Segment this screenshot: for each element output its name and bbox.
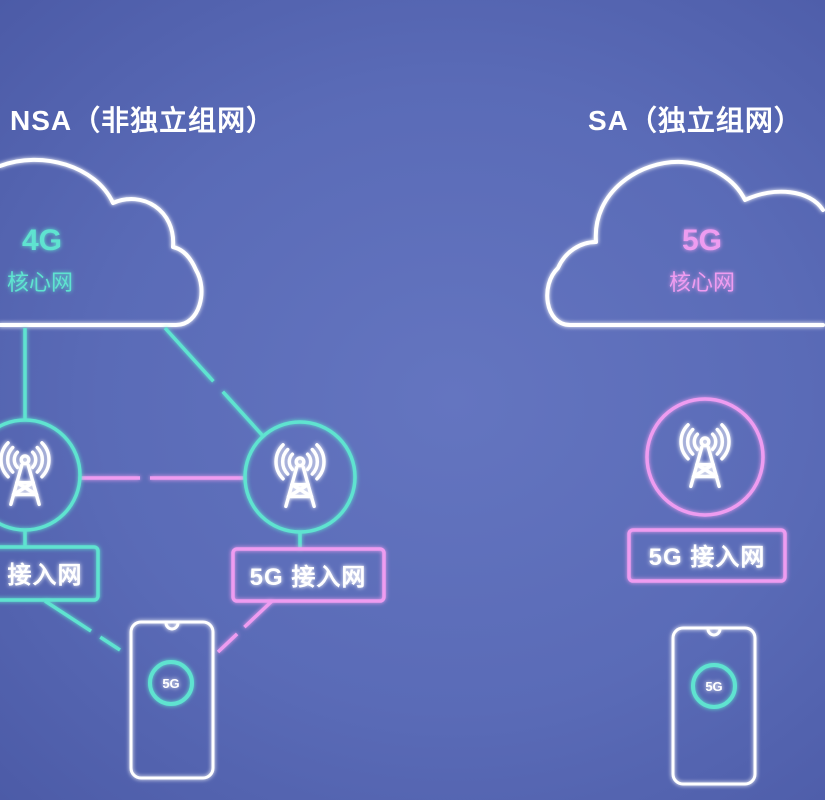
- sa-core-generation: 5G: [682, 224, 722, 257]
- right-access-to-device-link: [216, 599, 274, 654]
- nsa-device: 5G: [129, 620, 215, 780]
- nsa-right-access-network: 5G 接入网: [231, 547, 386, 603]
- cloud-icon: [545, 159, 825, 327]
- sa-core-label: 核心网: [669, 270, 735, 295]
- nsa-core-label: 核心网: [7, 270, 73, 295]
- nsa-right-access-label: 5G 接入网: [250, 564, 367, 591]
- sa-section: SA（独立组网） 5G 核心网 5G 接入网: [545, 104, 825, 786]
- radio-tower-icon: [0, 441, 51, 507]
- sa-base-station: [645, 397, 765, 517]
- sa-device-badge: 5G: [705, 679, 722, 694]
- sa-core-network: 5G 核心网: [545, 159, 825, 327]
- sa-device: 5G: [671, 626, 757, 786]
- left-access-to-device-link: [44, 599, 121, 652]
- sa-access-network: 5G 接入网: [627, 528, 787, 583]
- radio-tower-icon: [679, 423, 731, 489]
- nsa-right-base-station: [243, 420, 357, 534]
- nsa-left-access-label: 接入网: [8, 562, 83, 589]
- smartphone-icon: [129, 620, 215, 780]
- nsa-left-base-station: [0, 418, 82, 532]
- nsa-core-generation: 4G: [22, 224, 62, 257]
- nsa-title: NSA（非独立组网）: [10, 104, 275, 136]
- cloud-icon: [0, 157, 204, 327]
- core-to-right-station-link: [163, 326, 265, 438]
- nsa-device-badge: 5G: [162, 676, 179, 691]
- sa-access-label: 5G 接入网: [649, 544, 766, 571]
- smartphone-icon: [671, 626, 757, 786]
- 5g-badge-icon: [148, 660, 194, 706]
- radio-tower-icon: [274, 443, 326, 509]
- 5g-badge-icon: [691, 663, 737, 709]
- sa-title: SA（独立组网）: [588, 104, 803, 136]
- nsa-left-access-network: 接入网: [0, 545, 100, 602]
- nsa-core-network: 4G 核心网: [0, 157, 204, 327]
- nsa-section: NSA（非独立组网） 4G 核心网: [0, 104, 386, 780]
